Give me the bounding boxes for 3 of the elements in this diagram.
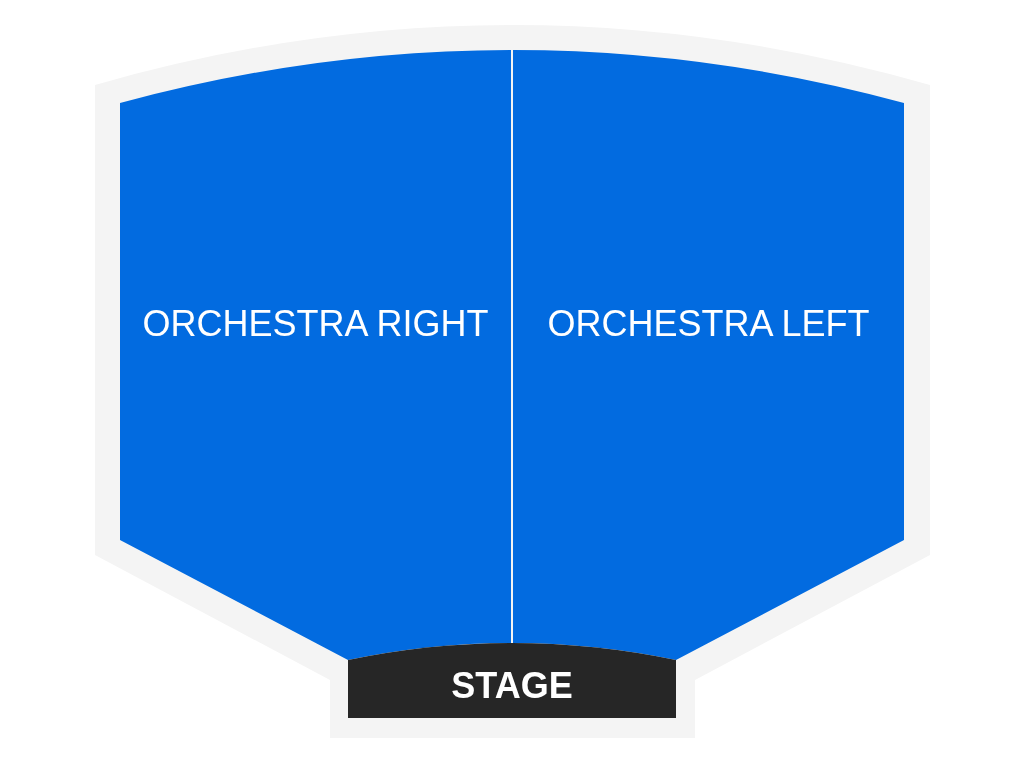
section-label: ORCHESTRA LEFT xyxy=(546,305,871,343)
section-label: ORCHESTRA RIGHT xyxy=(141,305,490,343)
section-label: STAGE xyxy=(450,667,574,705)
